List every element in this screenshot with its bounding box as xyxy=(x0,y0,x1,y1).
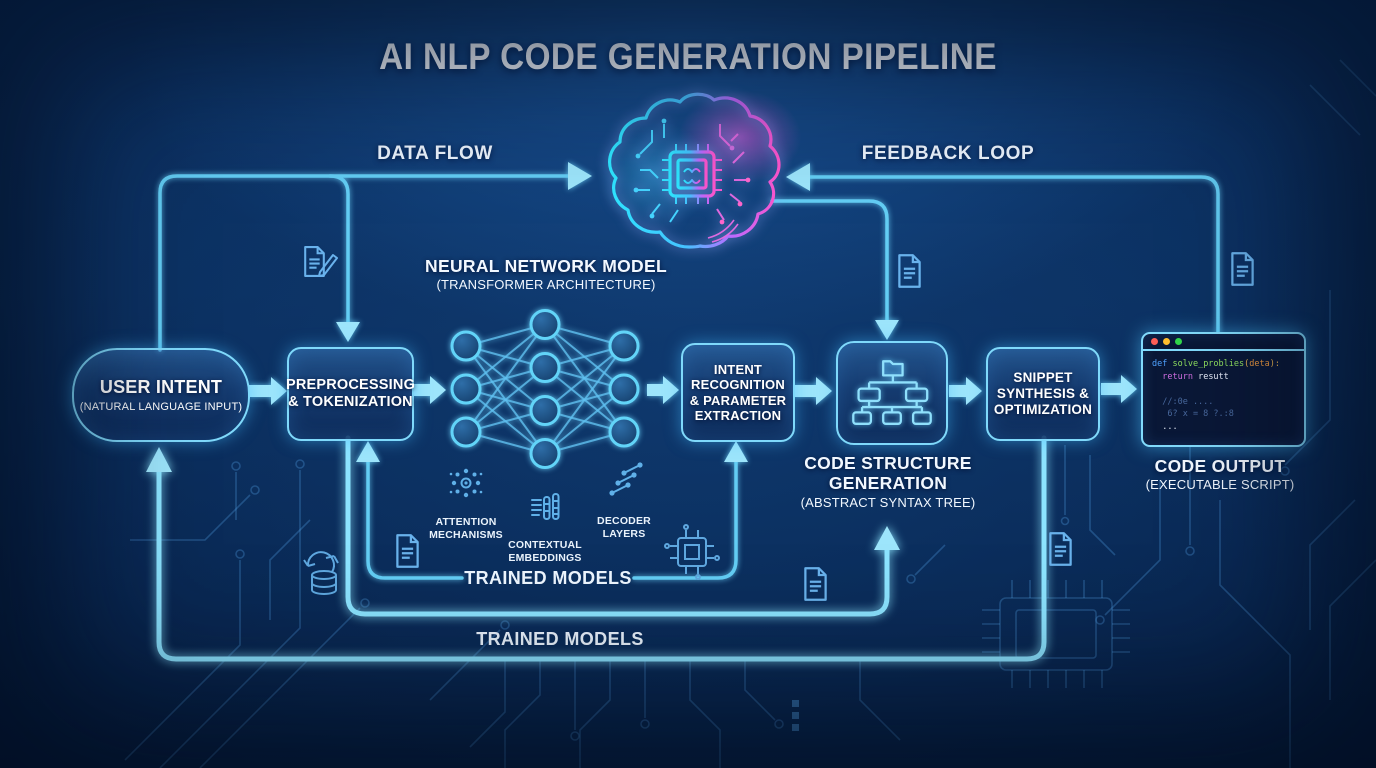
window-dot-yellow xyxy=(1163,338,1170,345)
neural-network-title: NEURAL NETWORK MODEL xyxy=(425,256,667,276)
feedback-loop-line xyxy=(786,163,1220,336)
code-output-label: CODE OUTPUT (EXECUTABLE SCRIPT) xyxy=(1120,456,1320,492)
document-icon xyxy=(1049,532,1072,566)
trained-models-lower-label: TRAINED MODELS xyxy=(476,629,644,649)
network-node xyxy=(529,395,561,426)
ast-tree-icon xyxy=(852,360,932,425)
brain-to-ast-line xyxy=(770,199,899,340)
feature-decoder: DECODER LAYERS xyxy=(574,449,674,553)
neural-network-graph xyxy=(450,309,640,469)
user-intent-title: USER INTENT xyxy=(99,377,223,398)
feedback-loop-label: FEEDBACK LOOP xyxy=(861,143,1035,164)
window-dot-red xyxy=(1151,338,1158,345)
feature-embeddings: CONTEXTUAL EMBEDDINGS xyxy=(495,475,595,577)
code-structure-label: CODE STRUCTURE GENERATION (ABSTRACT SYNT… xyxy=(798,453,978,510)
network-node xyxy=(529,438,561,469)
feature-attention-label: ATTENTION MECHANISMS xyxy=(429,516,503,541)
neural-network-label: NEURAL NETWORK MODEL (TRANSFORMER ARCHIT… xyxy=(396,256,696,292)
circuit-brain-chip-icon xyxy=(608,92,781,262)
document-icon xyxy=(804,567,827,601)
data-flow-line xyxy=(158,162,592,352)
neural-network-subtitle: (TRANSFORMER ARCHITECTURE) xyxy=(436,277,656,293)
window-dot-green xyxy=(1175,338,1182,345)
network-node xyxy=(608,416,640,448)
processor-chip-icon xyxy=(664,524,720,580)
preprocessing-title: PREPROCESSING & TOKENIZATION xyxy=(285,376,416,410)
intent-recognition-title: INTENT RECOGNITION & PARAMETER EXTRACTIO… xyxy=(689,361,787,423)
user-intent-subtitle: (NATURAL LANGUAGE INPUT) xyxy=(79,400,243,413)
network-node xyxy=(529,352,561,383)
feature-embeddings-label: CONTEXTUAL EMBEDDINGS xyxy=(508,539,582,564)
decoder-layers-icon xyxy=(609,461,643,496)
snippet-synthesis-title: SNIPPET SYNTHESIS & OPTIMIZATION xyxy=(993,370,1093,417)
network-node xyxy=(608,330,640,362)
node-code-structure xyxy=(836,341,948,445)
attention-mechanisms-icon xyxy=(449,468,483,497)
feature-attention: ATTENTION MECHANISMS xyxy=(416,452,516,554)
network-node xyxy=(450,373,482,405)
code-output-subtitle: (EXECUTABLE SCRIPT) xyxy=(1145,477,1295,493)
code-structure-subtitle: (ABSTRACT SYNTAX TREE) xyxy=(800,494,976,510)
window-titlebar xyxy=(1143,334,1304,351)
node-preprocessing: PREPROCESSING & TOKENIZATION xyxy=(285,347,416,441)
code-lines: def solve_problies(deta): return resutt … xyxy=(1152,359,1280,432)
data-flow-label: DATA FLOW xyxy=(377,143,493,164)
network-node xyxy=(608,373,640,405)
node-snippet-synthesis: SNIPPET SYNTHESIS & OPTIMIZATION xyxy=(986,347,1100,441)
page-title: AI NLP CODE GENERATION PIPELINE xyxy=(379,36,997,77)
trained-models-upper-line xyxy=(356,441,748,580)
pipeline-arrows xyxy=(249,375,1137,405)
code-structure-title: CODE STRUCTURE GENERATION xyxy=(804,453,972,494)
code-output-window: def solve_problies(deta): return resutt … xyxy=(1141,332,1306,447)
contextual-embeddings-icon xyxy=(531,492,560,520)
code-output-title: CODE OUTPUT xyxy=(1154,456,1286,476)
network-node xyxy=(450,330,482,362)
document-icon xyxy=(396,534,419,568)
trained-models-upper-label: TRAINED MODELS xyxy=(464,568,632,588)
feature-decoder-label: DECODER LAYERS xyxy=(597,515,651,540)
node-intent-recognition: INTENT RECOGNITION & PARAMETER EXTRACTIO… xyxy=(681,343,795,442)
node-user-intent: USER INTENT (NATURAL LANGUAGE INPUT) xyxy=(72,348,250,442)
preprocessing-to-ast-line xyxy=(345,435,900,617)
document-edit-icon xyxy=(304,246,338,277)
data-sync-database-icon xyxy=(303,551,339,595)
document-icon xyxy=(898,254,921,288)
snippet-to-user-intent-line xyxy=(146,435,1047,662)
network-node xyxy=(450,416,482,448)
document-icon xyxy=(1231,252,1254,286)
network-node xyxy=(529,309,561,340)
